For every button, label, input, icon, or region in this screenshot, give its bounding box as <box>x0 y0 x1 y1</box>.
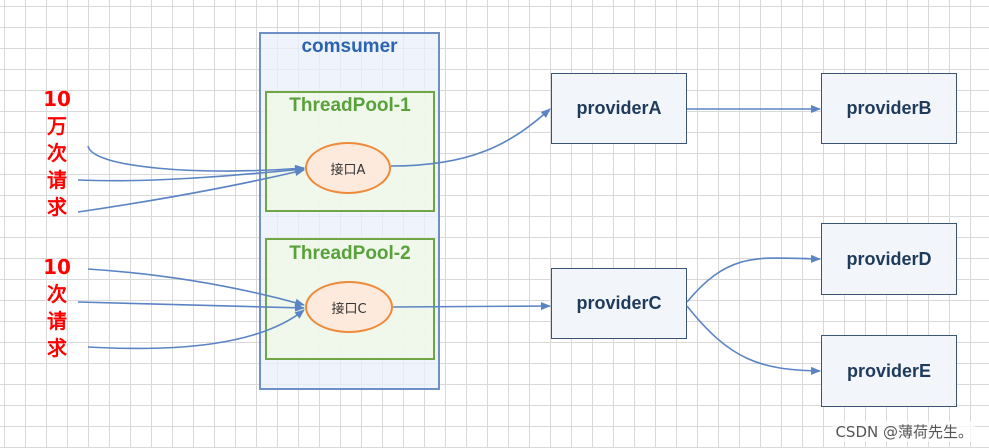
provider-d-node: providerD <box>821 223 957 295</box>
arrow-provider-c-to-provider-e <box>686 305 821 375</box>
arrow-request-c-2 <box>77 301 305 312</box>
interface-c-node: 接口C <box>305 281 393 333</box>
consumer-title: comsumer <box>301 36 398 57</box>
interface-c-label: 接口C <box>331 301 367 317</box>
provider-d-label: providerD <box>846 248 932 269</box>
request-1-char: 求 <box>47 195 67 219</box>
arrow-request-a-3 <box>77 168 305 213</box>
interface-a-label: 接口A <box>330 162 366 178</box>
request-1-char: 请 <box>47 168 67 192</box>
provider-b-label: providerB <box>846 98 932 118</box>
threadpool-1-title: ThreadPool-1 <box>289 95 411 116</box>
request-2-char: 请 <box>47 309 67 333</box>
request-group-2: 10 次 请 求 <box>40 254 74 362</box>
watermark: CSDN @薄荷先生。 <box>833 421 975 442</box>
provider-e-node: providerE <box>821 335 957 407</box>
arrow-interface-a-to-provider-a <box>390 108 551 167</box>
provider-b-node: providerB <box>821 73 957 144</box>
provider-c-label: providerC <box>576 293 662 313</box>
threadpool-2-title: ThreadPool-2 <box>289 243 411 264</box>
provider-c-node: providerC <box>551 268 687 339</box>
arrow-interface-c-to-provider-c <box>392 302 551 311</box>
provider-a-label: providerA <box>576 98 662 118</box>
interface-a-node: 接口A <box>305 142 391 194</box>
request-group-1: 10 万 次 请 求 <box>40 86 74 221</box>
request-1-char: 次 <box>47 141 67 165</box>
arrow-request-a-1 <box>87 145 305 173</box>
provider-a-node: providerA <box>551 73 687 144</box>
arrow-request-c-1 <box>87 268 305 307</box>
arrow-provider-c-to-provider-d <box>686 254 821 303</box>
provider-e-label: providerE <box>846 360 932 381</box>
request-2-char: 次 <box>47 282 67 306</box>
request-2-char: 10 <box>43 255 71 279</box>
arrow-request-c-3 <box>87 309 305 350</box>
request-2-char: 求 <box>47 336 67 360</box>
request-1-char: 万 <box>47 114 67 138</box>
arrow-request-a-2 <box>77 165 305 182</box>
request-1-char: 10 <box>43 87 71 111</box>
